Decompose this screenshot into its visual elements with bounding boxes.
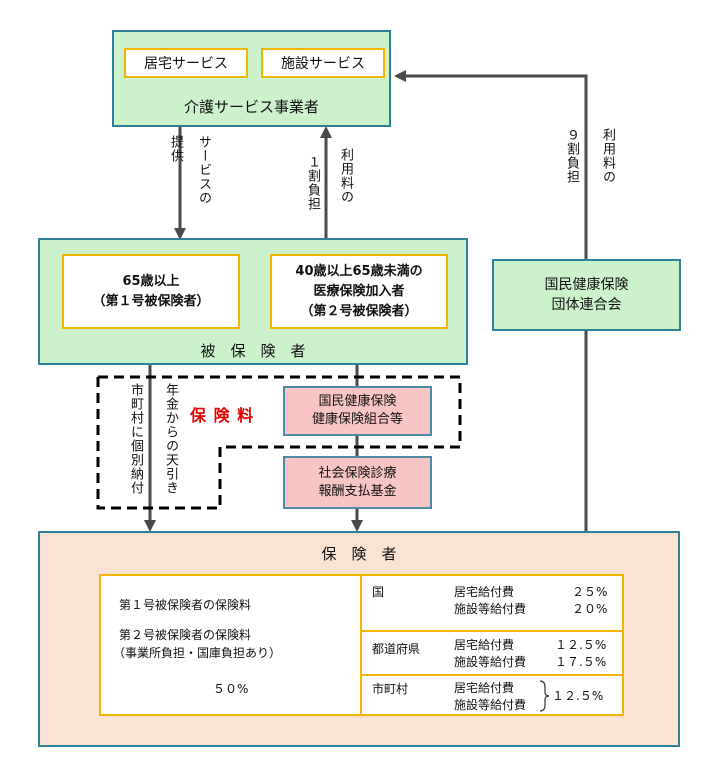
service-provider-title-text: 介護サービス事業者 xyxy=(183,97,319,116)
national-facility-pct: ２０% xyxy=(572,602,608,616)
who-municipality: 市町村 xyxy=(372,682,409,696)
second-insured-line-3: （第２号被保険者） xyxy=(300,303,418,319)
label-service-provision-2: サービスの xyxy=(196,135,211,205)
second-premium-text: 第２号被保険者の保険料 xyxy=(119,628,252,642)
payment-fund-line-2: 報酬支払基金 xyxy=(318,483,397,499)
prefecture-home-label: 居宅給付費 xyxy=(454,638,515,652)
row-municipality: 市町村 居宅給付費 施設等給付費 １２.５% xyxy=(362,678,622,714)
municipality-facility-label: 施設等給付費 xyxy=(454,698,527,712)
who-national: 国 xyxy=(372,585,385,599)
federation-line-2: 団体連合会 xyxy=(551,297,622,313)
municipality-combined-pct: １２.５% xyxy=(552,689,604,703)
arrow-user-fee-90 xyxy=(394,70,588,531)
first-insured-line-1: 65歳以上 xyxy=(122,273,180,289)
premium-share-percent: ５０% xyxy=(213,682,249,696)
national-home-label: 居宅給付費 xyxy=(454,585,515,599)
who-prefecture: 都道府県 xyxy=(372,642,421,656)
second-premium-note: （事業所負担・国庫負担あり） xyxy=(113,646,282,660)
label-user-fee-10-1: 利用料の xyxy=(338,148,353,204)
payment-fund-line-1: 社会保険診療 xyxy=(318,465,397,481)
label-user-fee-90-1: 利用料の xyxy=(600,128,615,184)
label-pension-deduction: 年金からの天引き xyxy=(163,383,178,495)
facility-service-label: 施設サービス xyxy=(281,56,365,72)
federation-line-1: 国民健康保険 xyxy=(544,277,629,293)
prefecture-facility-pct: １７.５% xyxy=(555,655,607,669)
federation-box: 国民健康保険 団体連合会 xyxy=(492,259,681,331)
national-home-pct: ２５% xyxy=(572,585,608,599)
premium-label: 保 険 料 xyxy=(190,406,255,425)
municipality-brace xyxy=(539,680,550,712)
second-insured-box: 40歳以上65歳未満の 医療保険加入者 （第２号被保険者） xyxy=(270,254,448,329)
insurer-title-text: 保 険 者 xyxy=(321,544,397,563)
label-service-provision-1: 提供 xyxy=(168,135,183,163)
label-user-fee-10-2: １割負担 xyxy=(305,155,320,211)
health-insurers-line-1: 国民健康保険 xyxy=(318,394,397,409)
insured-title: 被 保 険 者 xyxy=(40,337,466,363)
row-national: 国 居宅給付費 ２５% 施設等給付費 ２０% xyxy=(362,576,622,632)
facility-service-box: 施設サービス xyxy=(261,48,385,78)
service-provider-title: 介護サービス事業者 xyxy=(114,92,389,120)
insured-box: 65歳以上 （第１号被保険者） 40歳以上65歳未満の 医療保険加入者 （第２号… xyxy=(38,238,468,365)
prefecture-home-pct: １２.５% xyxy=(555,638,607,652)
insurer-title: 保 険 者 xyxy=(40,539,678,567)
first-insured-box: 65歳以上 （第１号被保険者） xyxy=(62,254,240,329)
health-insurers-line-2: 健康保険組合等 xyxy=(311,412,403,427)
first-insured-line-2: （第１号被保険者） xyxy=(92,293,210,309)
home-service-label: 居宅サービス xyxy=(144,56,228,72)
second-insured-line-2: 医療保険加入者 xyxy=(313,283,405,299)
public-share-box: 国 居宅給付費 ２５% 施設等給付費 ２０% 都道府県 居宅給付費 １２.５% … xyxy=(360,574,624,716)
health-insurers-box: 国民健康保険 健康保険組合等 xyxy=(283,386,432,436)
first-premium-text: 第１号被保険者の保険料 xyxy=(119,598,252,612)
premium-dashed-boundary xyxy=(96,375,462,510)
second-insured-line-1: 40歳以上65歳未満の xyxy=(295,263,423,279)
insurer-box: 保 険 者 第１号被保険者の保険料 第２号被保険者の保険料 （事業所負担・国庫負… xyxy=(38,531,680,747)
national-facility-label: 施設等給付費 xyxy=(454,602,527,616)
insured-title-text: 被 保 険 者 xyxy=(200,341,306,360)
row-prefecture: 都道府県 居宅給付費 １２.５% 施設等給付費 １７.５% xyxy=(362,632,622,676)
municipality-home-label: 居宅給付費 xyxy=(454,681,515,695)
prefecture-facility-label: 施設等給付費 xyxy=(454,655,527,669)
label-user-fee-90-2: ９割負担 xyxy=(564,128,579,184)
label-individual-payment: 市町村に個別納付 xyxy=(128,383,143,495)
premium-share-box: 第１号被保険者の保険料 第２号被保険者の保険料 （事業所負担・国庫負担あり） ５… xyxy=(99,574,362,716)
service-provider-box: 居宅サービス 施設サービス 介護サービス事業者 xyxy=(112,30,391,127)
payment-fund-box: 社会保険診療 報酬支払基金 xyxy=(283,456,432,509)
home-service-box: 居宅サービス xyxy=(124,48,248,78)
